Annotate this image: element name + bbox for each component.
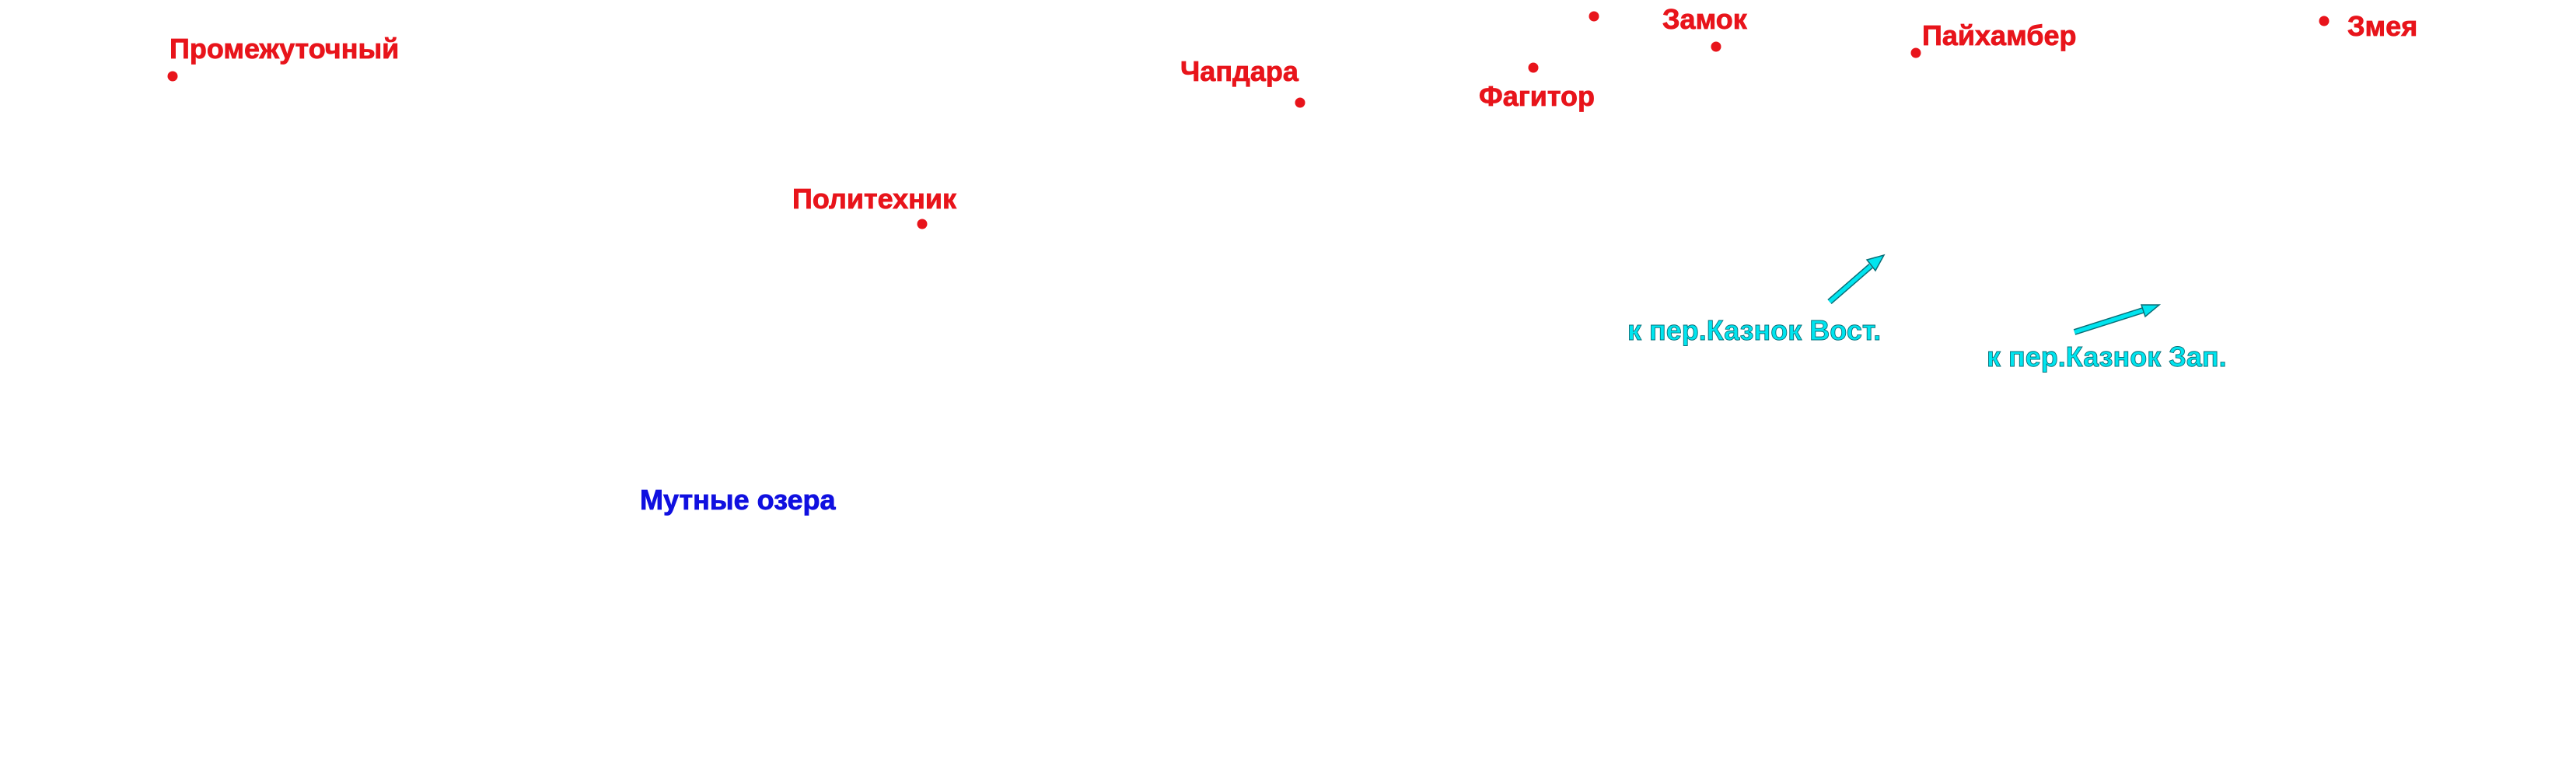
peak-politekhnik[interactable]: Политехник <box>792 183 957 229</box>
peak-unnamed[interactable] <box>1589 11 1599 22</box>
peak-label: Промежуточный <box>170 33 399 65</box>
peak-label: Политехник <box>792 183 957 215</box>
lake-mutnye-ozera[interactable]: Мутные озера <box>640 484 837 516</box>
peak-marker-icon <box>1711 41 1721 52</box>
peak-label: Замок <box>1662 3 1748 35</box>
peak-zmeya[interactable]: Змея <box>2319 10 2418 42</box>
arrow-icon <box>2073 304 2162 335</box>
peak-marker-icon <box>1589 11 1599 22</box>
peak-label: Змея <box>2347 10 2417 42</box>
pass-kaznok-east[interactable]: к пер.Казнок Вост. <box>1627 254 1886 346</box>
peak-marker-icon <box>1910 47 1921 58</box>
peak-label: Чапдара <box>1180 55 1299 87</box>
peak-chapdara[interactable]: Чапдара <box>1180 55 1305 108</box>
lake-label: Мутные озера <box>640 484 837 516</box>
peak-fagitor[interactable]: Фагитор <box>1479 62 1595 113</box>
peak-label: Пайхамбер <box>1922 19 2076 51</box>
peak-paikhamber[interactable]: Пайхамбер <box>1910 19 2077 58</box>
peak-label: Фагитор <box>1479 80 1595 112</box>
peak-marker-icon <box>1528 62 1539 73</box>
peak-zamok[interactable]: Замок <box>1662 3 1748 52</box>
peak-marker-icon <box>2319 16 2330 26</box>
peak-marker-icon <box>1295 97 1305 108</box>
pass-label: к пер.Казнок Вост. <box>1627 314 1881 346</box>
peak-promezhutochny[interactable]: Промежуточный <box>167 33 400 82</box>
arrow-icon <box>1827 254 1886 305</box>
pass-kaznok-west[interactable]: к пер.Казнок Зап. <box>1987 304 2227 373</box>
peak-marker-icon <box>917 219 928 229</box>
pass-label: к пер.Казнок Зап. <box>1987 341 2227 373</box>
peak-marker-icon <box>167 71 178 82</box>
